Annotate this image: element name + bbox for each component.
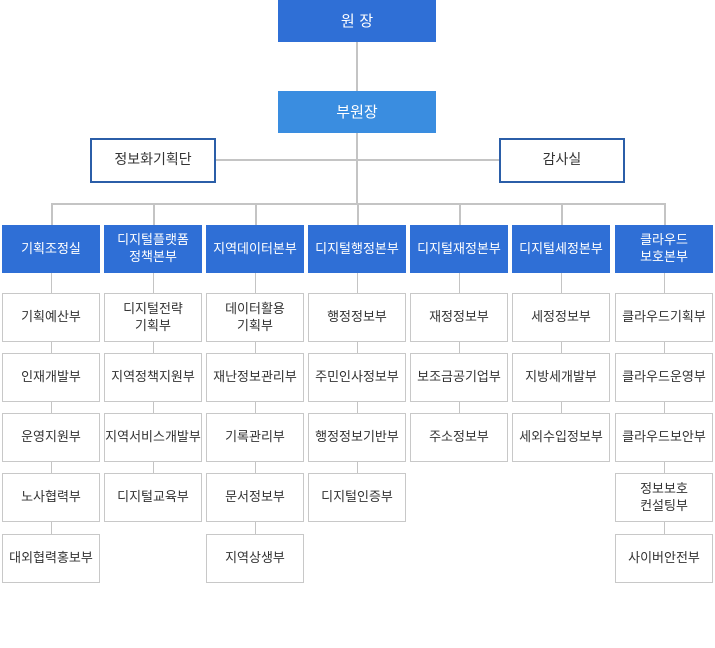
hq-box: 디지털세정본부 <box>512 225 610 273</box>
department-box: 대외협력홍보부 <box>2 534 100 583</box>
department-box: 기획예산부 <box>2 293 100 342</box>
department-box: 인재개발부 <box>2 353 100 402</box>
department-box: 데이터활용 기획부 <box>206 293 304 342</box>
department-box: 재난정보관리부 <box>206 353 304 402</box>
side-offices-line <box>216 159 499 161</box>
hq-drop-line-5 <box>459 203 461 225</box>
department-box: 보조금공기업부 <box>410 353 508 402</box>
hq-drop-line-7 <box>664 203 666 225</box>
hq-drop-line-4 <box>357 203 359 225</box>
department-box: 기록관리부 <box>206 413 304 462</box>
deputy-director-box: 부원장 <box>278 91 436 133</box>
department-box: 클라우드기획부 <box>615 293 713 342</box>
department-box: 행정정보부 <box>308 293 406 342</box>
department-box: 노사협력부 <box>2 473 100 522</box>
hq-box: 지역데이터본부 <box>206 225 304 273</box>
department-box: 주소정보부 <box>410 413 508 462</box>
hq-drop-line-2 <box>153 203 155 225</box>
department-box: 디지털전략 기획부 <box>104 293 202 342</box>
department-box: 주민인사정보부 <box>308 353 406 402</box>
audit-office-box: 감사실 <box>499 138 625 183</box>
department-box: 행정정보기반부 <box>308 413 406 462</box>
department-box: 세정정보부 <box>512 293 610 342</box>
department-box: 디지털교육부 <box>104 473 202 522</box>
department-box: 운영지원부 <box>2 413 100 462</box>
department-box: 문서정보부 <box>206 473 304 522</box>
department-box: 지방세개발부 <box>512 353 610 402</box>
department-box: 세외수입정보부 <box>512 413 610 462</box>
department-box: 지역상생부 <box>206 534 304 583</box>
info-planning-group-box: 정보화기획단 <box>90 138 216 183</box>
department-box: 디지털인증부 <box>308 473 406 522</box>
department-box: 정보보호 컨설팅부 <box>615 473 713 522</box>
department-box: 클라우드보안부 <box>615 413 713 462</box>
department-box: 지역서비스개발부 <box>104 413 202 462</box>
hq-drop-line-1 <box>51 203 53 225</box>
hq-box: 디지털행정본부 <box>308 225 406 273</box>
department-box: 지역정책지원부 <box>104 353 202 402</box>
hq-box: 디지털플랫폼 정책본부 <box>104 225 202 273</box>
director-box: 원 장 <box>278 0 436 42</box>
hq-box: 디지털재정본부 <box>410 225 508 273</box>
hq-box: 클라우드 보호본부 <box>615 225 713 273</box>
department-box: 클라우드운영부 <box>615 353 713 402</box>
department-box: 재정정보부 <box>410 293 508 342</box>
hq-box: 기획조정실 <box>2 225 100 273</box>
hq-drop-line-3 <box>255 203 257 225</box>
hq-drop-line-6 <box>561 203 563 225</box>
department-box: 사이버안전부 <box>615 534 713 583</box>
